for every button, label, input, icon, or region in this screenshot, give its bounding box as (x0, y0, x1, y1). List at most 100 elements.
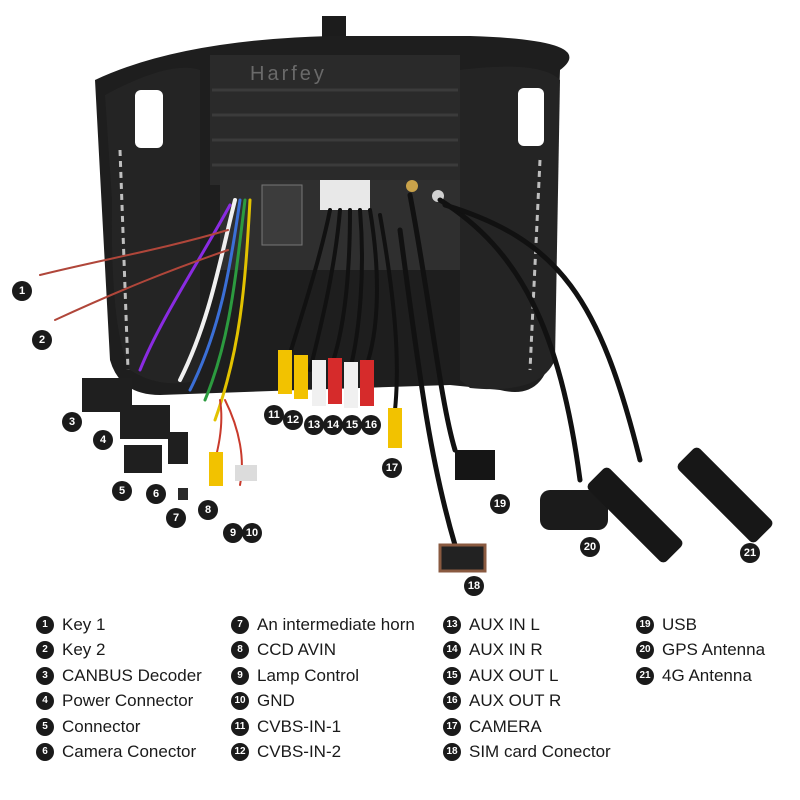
legend-label: AUX OUT R (469, 691, 562, 711)
left-bezel-chrome (118, 149, 130, 371)
legend-item: 7 An intermediate horn (231, 612, 415, 638)
legend-column-3: 13 AUX IN L 14 AUX IN R 15 AUX OUT L 16 AUX … (443, 612, 611, 765)
legend-label: Connector (62, 716, 141, 736)
legend-label: Key 1 (62, 614, 106, 634)
photo-badge-11: 11 (264, 405, 284, 425)
product-photo: Harfey (39, 16, 773, 573)
legend-number-badge: 1 (36, 615, 54, 634)
photo-badge-5: 5 (112, 481, 132, 501)
antenna-port (406, 180, 418, 192)
photo-badge-4: 4 (93, 430, 113, 450)
legend-label: CVBS-IN-2 (257, 742, 342, 762)
legend-number-badge: 17 (443, 717, 461, 736)
legend-number-badge: 2 (36, 641, 54, 660)
legend-number-badge: 16 (443, 692, 461, 711)
photo-badge-20: 20 (580, 537, 600, 557)
photo-badge-7: 7 (166, 508, 186, 528)
legend-item: 13 AUX IN L (443, 612, 611, 638)
usb-plugs (455, 450, 495, 480)
legend-number-badge: 6 (36, 743, 54, 762)
legend-label: AUX OUT L (469, 665, 559, 685)
legend-label: Lamp Control (257, 665, 360, 685)
legend-label: CAMERA (469, 716, 542, 736)
photo-badge-10: 10 (242, 523, 262, 543)
4g-antenna-1 (587, 467, 683, 563)
legend-label: AUX IN R (469, 640, 543, 660)
legend-item: 3 CANBUS Decoder (36, 663, 202, 689)
photo-badge-9: 9 (223, 523, 243, 543)
legend-number-badge: 7 (231, 615, 249, 634)
legend-item: 20 GPS Antenna (636, 638, 765, 664)
legend-label: CANBUS Decoder (62, 665, 202, 685)
legend-item: 16 AUX OUT R (443, 689, 611, 715)
photo-badge-14: 14 (323, 415, 343, 435)
mount-clip (322, 16, 346, 38)
left-bezel (105, 67, 200, 384)
photo-badge-2: 2 (32, 330, 52, 350)
legend-number-badge: 10 (231, 692, 249, 711)
photo-badge-19: 19 (490, 494, 510, 514)
legend-number-badge: 21 (636, 666, 654, 685)
photo-badge-13: 13 (304, 415, 324, 435)
legend-column-4: 19 USB 20 GPS Antenna 21 4G Antenna (636, 612, 765, 689)
sd-slot (261, 184, 303, 246)
sim-connector (438, 543, 487, 573)
legend-item: 14 AUX IN R (443, 638, 611, 664)
legend-label: GPS Antenna (662, 640, 766, 660)
right-bezel-slot (518, 88, 544, 146)
heatsink (210, 55, 460, 185)
legend-number-badge: 9 (231, 666, 249, 685)
legend-label: AUX IN L (469, 614, 540, 634)
legend-item: 18 SIM card Conector (443, 740, 611, 766)
legend-number-badge: 20 (636, 641, 654, 660)
legend-number-badge: 4 (36, 692, 54, 711)
rca-plugs (278, 350, 402, 448)
legend-number-badge: 13 (443, 615, 461, 634)
legend-label: SIM card Conector (469, 742, 611, 762)
legend-label: An intermediate horn (257, 614, 415, 634)
photo-badge-18: 18 (464, 576, 484, 596)
legend-number-badge: 18 (443, 743, 461, 762)
photo-badge-16: 16 (361, 415, 381, 435)
photo-badge-3: 3 (62, 412, 82, 432)
photo-badge-21: 21 (740, 543, 760, 563)
gps-antenna (540, 490, 608, 530)
legend-item: 19 USB (636, 612, 765, 638)
legend-label: CVBS-IN-1 (257, 716, 342, 736)
photo-badge-15: 15 (342, 415, 362, 435)
legend-item: 6 Camera Conector (36, 740, 202, 766)
legend-label: USB (662, 614, 697, 634)
legend-item: 9 Lamp Control (231, 663, 415, 689)
brand-logo: Harfey (250, 63, 327, 85)
photo-badge-12: 12 (283, 410, 303, 430)
legend-item: 1 Key 1 (36, 612, 202, 638)
left-bezel-slot (135, 90, 163, 148)
wire-harness (39, 192, 643, 548)
legend-number-badge: 14 (443, 641, 461, 660)
legend-number-badge: 19 (636, 615, 654, 634)
photo-badge-17: 17 (382, 458, 402, 478)
legend-item: 4 Power Connector (36, 689, 202, 715)
photo-badge-8: 8 (198, 500, 218, 520)
4g-antenna-2 (677, 447, 773, 543)
legend-label: 4G Antenna (662, 665, 752, 685)
legend-label: CCD AVIN (257, 640, 337, 660)
legend-item: 17 CAMERA (443, 714, 611, 740)
legend-label: Camera Conector (62, 742, 197, 762)
legend-number-badge: 15 (443, 666, 461, 685)
legend-label: Power Connector (62, 691, 194, 711)
harness-connector (320, 180, 370, 210)
legend-number-badge: 3 (36, 666, 54, 685)
photo-badge-1: 1 (12, 281, 32, 301)
legend-item: 15 AUX OUT L (443, 663, 611, 689)
photo-badge-6: 6 (146, 484, 166, 504)
